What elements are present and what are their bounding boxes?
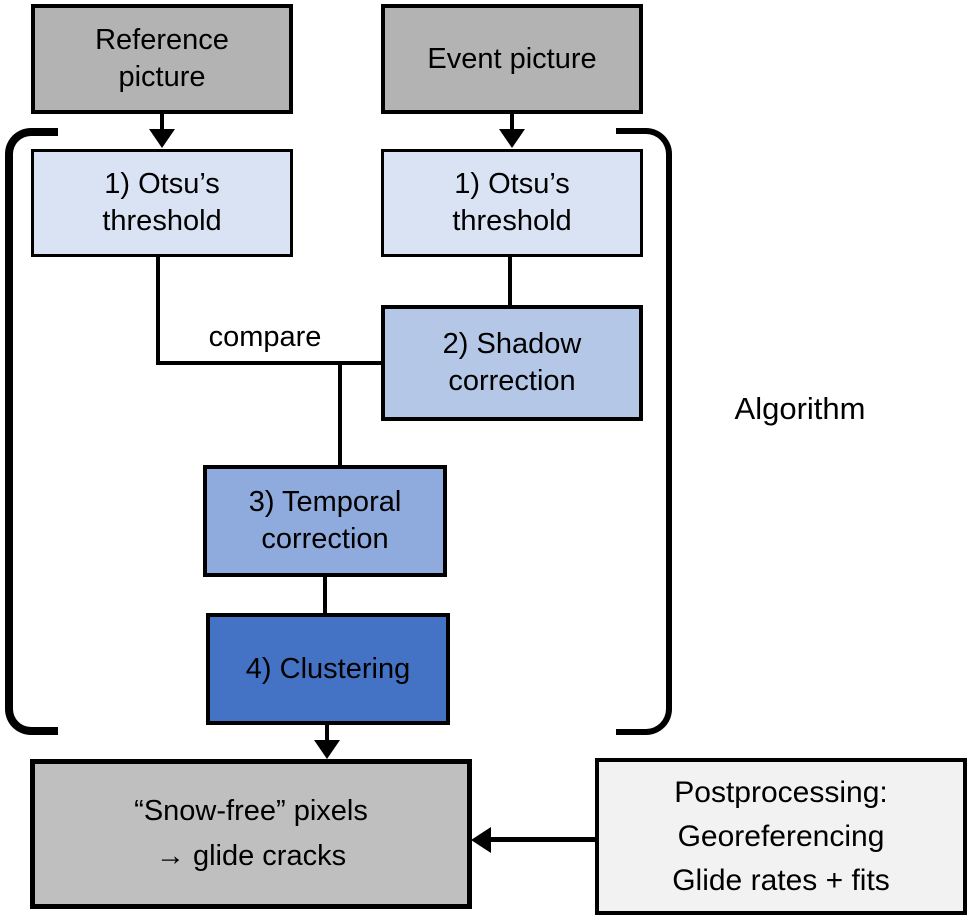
arrow-shaft: [160, 113, 164, 135]
arrow-down-icon: [499, 129, 525, 148]
arrow-down-icon: [314, 740, 340, 759]
connector-temporal-down: [323, 577, 327, 615]
connector-compare-horizontal: [156, 361, 382, 365]
arrow-shaft: [510, 113, 514, 135]
otsu-threshold-right-label: 1) Otsu’s threshold: [452, 168, 572, 237]
connector-otsu-left-down: [156, 257, 160, 365]
algorithm-label: Algorithm: [734, 391, 866, 426]
temporal-correction-label: 3) Temporal correction: [248, 486, 402, 555]
event-picture-label: Event picture: [427, 42, 597, 75]
arrow-left-icon: [471, 827, 491, 853]
connector-otsu-right-down: [508, 257, 512, 307]
otsu-threshold-left-label: 1) Otsu’s threshold: [102, 168, 222, 237]
arrow-shaft: [488, 837, 595, 842]
reference-picture-label: Reference picture: [95, 24, 229, 93]
compare-label: compare: [208, 321, 322, 353]
reference-picture-node: Reference picture: [31, 4, 293, 114]
otsu-threshold-left-node: 1) Otsu’s threshold: [31, 149, 293, 257]
clustering-label: 4) Clustering: [245, 652, 411, 685]
arrow-shaft: [325, 724, 329, 744]
otsu-threshold-right-node: 1) Otsu’s threshold: [381, 149, 643, 257]
postprocessing-node: Postprocessing: Georeferencing Glide rat…: [595, 758, 967, 915]
snow-free-pixels-label: “Snow-free” pixels → glide cracks: [134, 795, 368, 872]
algorithm-bracket-right: [616, 128, 672, 735]
postprocessing-label: Postprocessing: Georeferencing Glide rat…: [672, 775, 890, 897]
clustering-node: 4) Clustering: [206, 613, 450, 725]
algorithm-bracket-left: [5, 128, 58, 735]
shadow-correction-node: 2) Shadow correction: [381, 305, 643, 421]
arrow-down-icon: [149, 129, 175, 148]
event-picture-node: Event picture: [381, 4, 643, 114]
snow-free-pixels-node: “Snow-free” pixels → glide cracks: [30, 759, 472, 909]
shadow-correction-label: 2) Shadow correction: [442, 328, 582, 397]
connector-junction-down: [338, 361, 342, 467]
temporal-correction-node: 3) Temporal correction: [203, 465, 447, 577]
